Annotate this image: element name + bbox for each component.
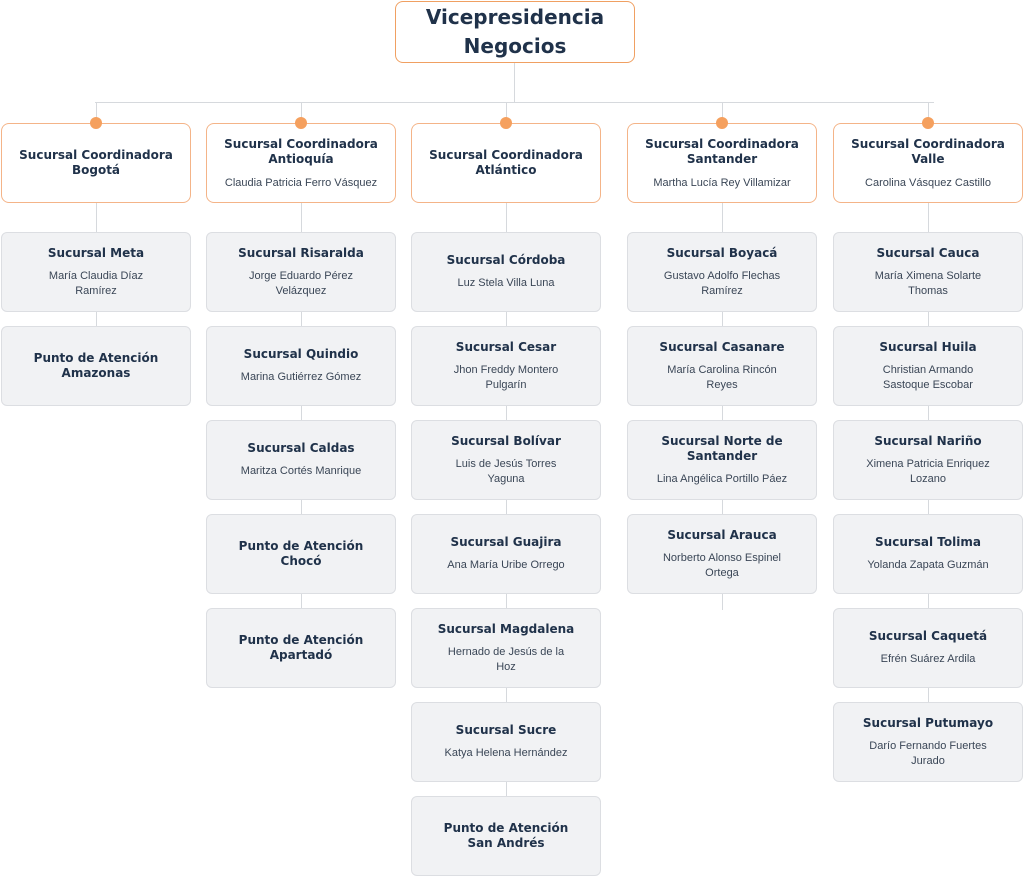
column-connector	[301, 102, 302, 124]
branch-person: Ximena Patricia Enriquez Lozano	[866, 457, 990, 485]
branch-title: Sucursal Caldas	[247, 441, 355, 455]
branch-title: Punto de Atención Chocó	[238, 539, 364, 568]
coordinator-title: Sucursal Coordinadora Valle	[851, 137, 1005, 166]
branch-title: Sucursal Bolívar	[451, 433, 561, 448]
coordinator-person: Carolina Vásquez Castillo	[865, 177, 991, 189]
branch-person: Luis de Jesús Torres Yaguna	[455, 457, 557, 485]
branch-person: Efrén Suárez Ardila	[880, 653, 976, 665]
root-title: Vicepresidencia Negocios	[425, 5, 605, 58]
branch-title: Punto de Atención Amazonas	[33, 351, 159, 380]
branch-title: Sucursal Cesar	[455, 339, 557, 354]
coordinator-title: Sucursal Coordinadora Santander	[645, 137, 799, 166]
branch-person: Marina Gutiérrez Gómez	[240, 371, 362, 383]
connector-dot-icon	[922, 117, 934, 129]
branch-person: Norberto Alonso Espinel Ortega	[662, 551, 781, 579]
branch-title: Sucursal Córdoba	[446, 253, 566, 267]
branch-title: Sucursal Sucre	[455, 723, 557, 737]
coordinator-node: Sucursal Coordinadora Atlántico	[411, 123, 601, 203]
branch-title: Sucursal Magdalena	[437, 621, 575, 636]
coordinator-node: Sucursal Coordinadora Bogotá	[1, 123, 191, 203]
column-connector	[506, 102, 507, 124]
branch-person: Yolanda Zapata Guzmán	[867, 559, 989, 571]
branch-person: Ana María Uribe Orrego	[447, 559, 565, 571]
coordinator-title: Sucursal Coordinadora Bogotá	[19, 148, 173, 177]
branch-title: Sucursal Cauca	[876, 245, 980, 260]
branch-person: Luz Stela Villa Luna	[457, 277, 555, 289]
connector-dot-icon	[295, 117, 307, 129]
connector-dot-icon	[500, 117, 512, 129]
branch-title: Sucursal Boyacá	[666, 245, 778, 260]
branch-node: Punto de Atención San Andrés	[411, 796, 601, 876]
branch-title: Sucursal Nariño	[874, 433, 982, 448]
branch-node: Punto de Atención Chocó	[206, 514, 396, 594]
branch-person: María Ximena Solarte Thomas	[874, 269, 982, 297]
connector-dot-icon	[90, 117, 102, 129]
branch-person: Jorge Eduardo Pérez Velázquez	[249, 269, 353, 297]
branch-person: Christian Armando Sastoque Escobar	[882, 363, 974, 391]
root-node-vicepresidencia: Vicepresidencia Negocios	[395, 1, 635, 63]
branch-title: Sucursal Casanare	[659, 339, 785, 354]
column-connector	[722, 102, 723, 124]
branch-person: Katya Helena Hernández	[444, 747, 568, 759]
branch-person: María Carolina Rincón Reyes	[667, 363, 777, 391]
branch-title: Sucursal Putumayo	[862, 715, 994, 730]
branch-title: Sucursal Tolima	[875, 535, 981, 549]
branch-title: Sucursal Caquetá	[868, 629, 988, 643]
branch-person: Gustavo Adolfo Flechas Ramírez	[663, 269, 781, 297]
column-connector	[928, 102, 929, 124]
branch-person: Darío Fernando Fuertes Jurado	[869, 739, 987, 767]
branch-title: Sucursal Huila	[879, 339, 977, 354]
branch-person: Hernado de Jesús de la Hoz	[447, 645, 565, 673]
branch-node: Punto de Atención Apartadó	[206, 608, 396, 688]
branch-title: Sucursal Quindio	[243, 347, 359, 361]
branch-title: Sucursal Meta	[47, 245, 145, 260]
top-horizontal-connector	[95, 102, 934, 103]
branch-person: María Claudia Díaz Ramírez	[48, 269, 144, 297]
coordinator-title: Sucursal Coordinadora Antioquía	[224, 137, 378, 166]
branch-title: Punto de Atención Apartadó	[238, 633, 364, 662]
branch-node: Punto de Atención Amazonas	[1, 326, 191, 406]
coordinator-title: Sucursal Coordinadora Atlántico	[429, 148, 583, 177]
column-connector	[96, 102, 97, 124]
column-spine	[722, 203, 723, 610]
branch-person: Jhon Freddy Montero Pulgarín	[453, 363, 559, 391]
branch-title: Sucursal Guajira	[450, 535, 562, 549]
branch-title: Sucursal Risaralda	[238, 245, 364, 260]
branch-person: Lina Angélica Portillo Páez	[656, 472, 788, 485]
coordinator-person: Claudia Patricia Ferro Vásquez	[224, 177, 378, 189]
branch-title: Punto de Atención San Andrés	[443, 821, 569, 850]
branch-title: Sucursal Norte de Santander	[661, 433, 783, 463]
root-connector	[514, 63, 515, 103]
branch-title: Sucursal Arauca	[667, 527, 777, 542]
connector-dot-icon	[716, 117, 728, 129]
coordinator-person: Martha Lucía Rey Villamizar	[653, 177, 791, 189]
branch-person: Maritza Cortés Manrique	[240, 465, 362, 477]
